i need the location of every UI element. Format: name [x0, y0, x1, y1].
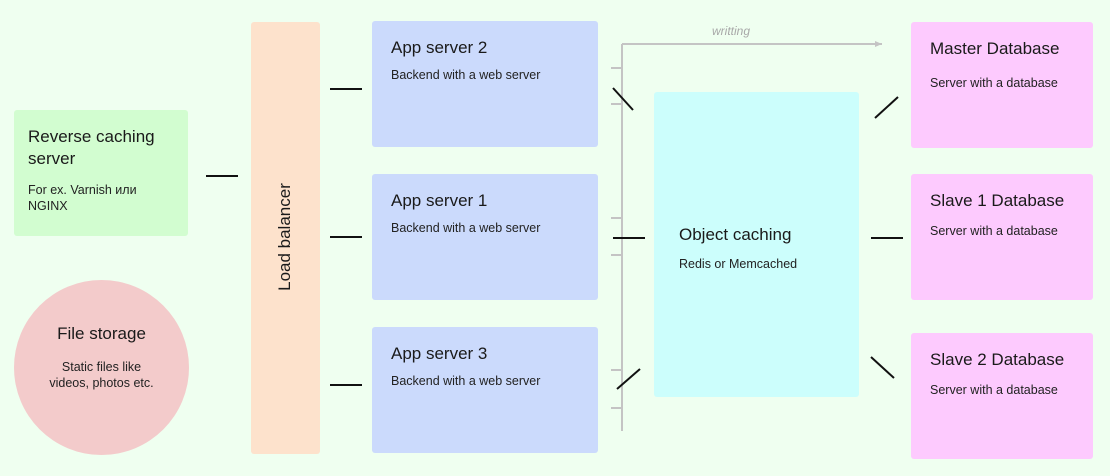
connector-links: [206, 87, 903, 390]
write-path: [611, 41, 882, 431]
writing-label: writting: [712, 24, 751, 38]
file-storage-subtitle: Static files like videos, photos etc.: [49, 360, 154, 390]
slave-2-database-box: Slave 2 Database Server with a database: [911, 333, 1093, 459]
connector-app-2-to-cache: [612, 87, 634, 111]
app-server-1-subtitle: Backend with a web server: [391, 221, 541, 235]
app-server-3-subtitle: Backend with a web server: [391, 374, 541, 388]
file-storage-title: File storage: [57, 324, 146, 343]
app-server-2-title: App server 2: [391, 38, 488, 57]
reverse-caching-server-subtitle: For ex. Varnish или NGINX: [28, 183, 137, 213]
app-server-2-box: App server 2 Backend with a web server: [372, 21, 598, 147]
connector-cache-to-slave-2-db: [870, 356, 895, 379]
connector-cache-to-master-db: [874, 96, 899, 119]
slave-2-database-subtitle: Server with a database: [930, 383, 1058, 397]
connector-app-3-to-cache: [616, 368, 641, 390]
reverse-caching-server-box: Reverse caching server For ex. Varnish и…: [14, 110, 188, 236]
master-database-subtitle: Server with a database: [930, 76, 1058, 90]
app-server-2-subtitle: Backend with a web server: [391, 68, 541, 82]
master-database-title: Master Database: [930, 39, 1060, 58]
app-server-3-box: App server 3 Backend with a web server: [372, 327, 598, 453]
object-caching-subtitle: Redis or Memcached: [679, 257, 798, 271]
app-server-1-title: App server 1: [391, 191, 488, 210]
slave-2-database-title: Slave 2 Database: [930, 350, 1065, 369]
reverse-caching-server-title: Reverse caching server: [28, 127, 155, 168]
slave-1-database-title: Slave 1 Database: [930, 191, 1065, 210]
object-caching-title: Object caching: [679, 225, 792, 244]
slave-1-database-subtitle: Server with a database: [930, 224, 1058, 238]
app-server-1-box: App server 1 Backend with a web server: [372, 174, 598, 300]
slave-1-database-box: Slave 1 Database Server with a database: [911, 174, 1093, 300]
file-storage-circle: File storage Static files like videos, p…: [14, 280, 189, 455]
app-server-3-title: App server 3: [391, 344, 488, 363]
object-caching-box: Object caching Redis or Memcached: [654, 92, 859, 397]
load-balancer-box: Load balancer: [251, 22, 320, 454]
master-database-box: Master Database Server with a database: [911, 22, 1093, 148]
